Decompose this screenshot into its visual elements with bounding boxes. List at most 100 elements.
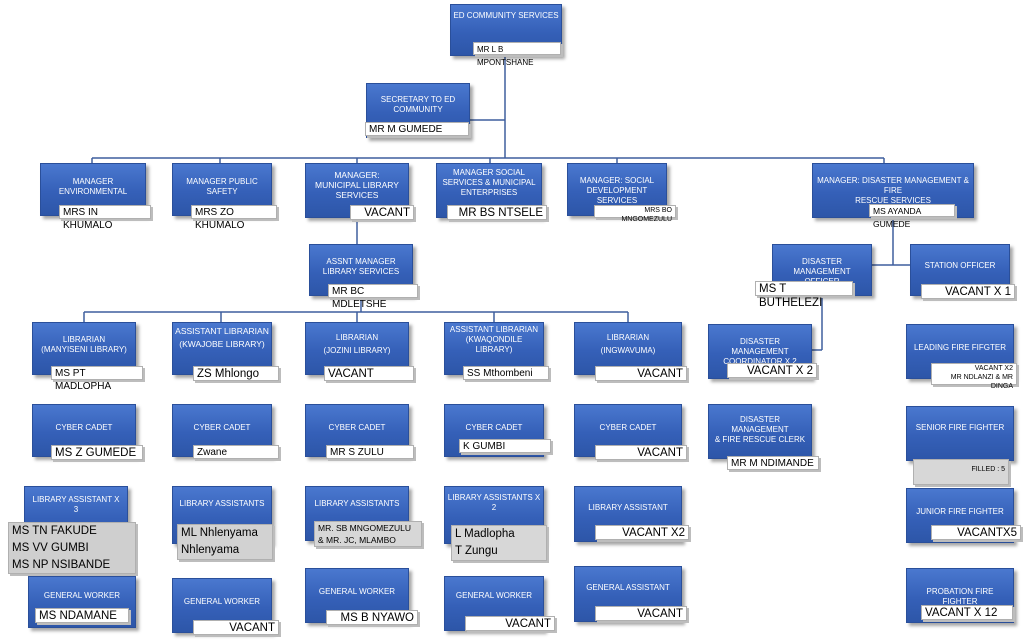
manager-social-development-name: MRS BO MNGOMEZULU (594, 205, 676, 223)
disaster-management-coordinator-box: DISASTER MANAGEMENT COORDINATOR X 2 VACA… (708, 324, 817, 379)
disaster-management-coordinator-name: VACANT X 2 (727, 363, 817, 378)
library-assistant-4-box: LIBRARY ASSISTANTS X 2 L Madlopha T Zung… (444, 486, 547, 561)
librarian-ingwavuma-title: LIBRARIAN (INGWAVUMA) (600, 333, 656, 355)
senior-fire-fighter-title: SENIOR FIRE FIGHTER (915, 423, 1005, 432)
assistant-manager-library-title: ASSNT MANAGER LIBRARY SERVICES (322, 257, 400, 276)
assistant-librarian-kwaqondile-box: ASSISTANT LIBRARIAN (KWAQONDILE LIBRARY)… (444, 322, 549, 380)
manager-social-development-title: MANAGER: SOCIAL DEVELOPMENT SERVICES (579, 176, 655, 205)
general-worker-3-name: MS B NYAWO (326, 610, 418, 625)
assistant-librarian-kwajobe-title: ASSISTANT LIBRARIAN (KWAJOBE LIBRARY) (175, 326, 269, 349)
general-worker-1-box: GENERAL WORKER MS NDAMANE (28, 576, 136, 628)
probation-fire-fighter-name: VACANT X 12 (921, 605, 1013, 620)
ed-community-services-title: ED COMMUNITY SERVICES (453, 11, 559, 20)
manager-social-services-name: MR BS NTSELE (447, 205, 547, 220)
librarian-ingwavuma-box: LIBRARIAN (INGWAVUMA) VACANT (574, 322, 687, 381)
general-assistant-name: VACANT (595, 606, 687, 621)
general-worker-4-title: GENERAL WORKER (455, 591, 533, 600)
disaster-management-coordinator-title: DISASTER MANAGEMENT COORDINATOR X 2 (723, 337, 797, 366)
library-assistant-5-box: LIBRARY ASSISTANT VACANT X2 (574, 486, 689, 542)
general-worker-1-name: MS NDAMANE (35, 608, 129, 623)
disaster-management-officer-box: DISASTER MANAGEMENT OFFICER MS T BUTHELE… (755, 244, 872, 309)
library-assistant-1-name: MS TN FAKUDE MS VV GUMBI MS NP NSIBANDE (8, 522, 136, 574)
librarian-ingwavuma-name: VACANT (595, 366, 687, 381)
manager-social-services-title: MANAGER SOCIAL SERVICES & MUNICIPAL ENTE… (442, 168, 536, 197)
library-assistant-2-title: LIBRARY ASSISTANTS (179, 499, 265, 508)
librarian-manyiseni-name: MS PT MADLOPHA (51, 366, 143, 392)
manager-environmental-box: MANAGER ENVIRONMENTAL MRS IN KHUMALO (40, 163, 151, 231)
library-assistant-5-name: VACANT X2 (595, 525, 689, 540)
manager-library-services-name: VACANT (350, 205, 414, 220)
secretary-box: SECRETARY TO ED COMMUNITY MR M GUMEDE (365, 83, 470, 138)
librarian-jozini-name: VACANT (324, 366, 414, 381)
leading-fire-fighter-box: LEADING FIRE FIFGTER VACANT X2 MR NDLANZ… (906, 324, 1017, 390)
junior-fire-fighter-name: VACANTX5 (931, 525, 1021, 540)
cyber-cadet-5-name: VACANT (595, 445, 687, 460)
senior-fire-fighter-box: SENIOR FIRE FIGHTER FILLED : 5 (906, 406, 1014, 485)
disaster-management-clerk-box: DISASTER MANAGEMENT & FIRE RESCUE CLERK … (708, 404, 819, 470)
cyber-cadet-2-name: Zwane (193, 445, 279, 459)
general-worker-3-title: GENERAL WORKER (318, 587, 396, 596)
general-assistant-title: GENERAL ASSISTANT (586, 583, 670, 592)
junior-fire-fighter-box: JUNIOR FIRE FIGHTER VACANTX5 (906, 488, 1021, 543)
library-assistant-4-title: LIBRARY ASSISTANTS X 2 (447, 493, 541, 512)
general-worker-2-name: VACANT (193, 620, 279, 635)
cyber-cadet-1-name: MS Z GUMEDE (51, 445, 143, 460)
leading-fire-fighter-name: VACANT X2 MR NDLANZI & MR DINGA (931, 363, 1017, 390)
manager-library-services-box: MANAGER: MUNICIPAL LIBRARY SERVICES VACA… (305, 163, 414, 220)
cyber-cadet-2-box: CYBER CADET Zwane (172, 404, 279, 459)
library-assistant-3-name: MR. SB MNGOMEZULU & MR. JC, MLAMBO (314, 521, 422, 547)
manager-public-safety-name: MRS ZO KHUMALO (191, 205, 277, 231)
assistant-manager-library-box: ASSNT MANAGER LIBRARY SERVICES MR BC MDL… (309, 244, 418, 310)
library-assistant-4-name: L Madlopha T Zungu (451, 525, 547, 561)
cyber-cadet-3-title: CYBER CADET (328, 423, 386, 432)
manager-public-safety-title: MANAGER PUBLIC SAFETY (186, 177, 258, 196)
manager-social-services-box: MANAGER SOCIAL SERVICES & MUNICIPAL ENTE… (436, 163, 547, 220)
manager-public-safety-box: MANAGER PUBLIC SAFETY MRS ZO KHUMALO (172, 163, 277, 231)
general-worker-3-box: GENERAL WORKER MS B NYAWO (305, 568, 418, 625)
manager-disaster-management-name: MS AYANDA GUMEDE (869, 204, 955, 229)
manager-social-development-box: MANAGER: SOCIAL DEVELOPMENT SERVICES MRS… (567, 163, 676, 223)
cyber-cadet-1-title: CYBER CADET (55, 423, 113, 432)
librarian-jozini-title: LIBRARIAN (JOZINI LIBRARY) (323, 333, 391, 355)
station-officer-box: STATION OFFICER VACANT X 1 (910, 244, 1015, 299)
library-assistant-5-title: LIBRARY ASSISTANT (588, 503, 668, 512)
cyber-cadet-4-name: K GUMBI (459, 439, 551, 453)
cyber-cadet-2-title: CYBER CADET (193, 423, 251, 432)
librarian-manyiseni-box: LIBRARIAN (MANYISENI LIBRARY) MS PT MADL… (32, 322, 143, 392)
manager-environmental-name: MRS IN KHUMALO (59, 205, 151, 231)
library-assistant-2-box: LIBRARY ASSISTANTS ML Nhlenyama Nhlenyam… (172, 486, 273, 560)
ed-community-services-box: ED COMMUNITY SERVICES MR L B MPONTSHANE (450, 4, 562, 67)
senior-fire-fighter-name: FILLED : 5 (913, 459, 1009, 485)
station-officer-name: VACANT X 1 (921, 284, 1015, 299)
assistant-librarian-kwaqondile-title: ASSISTANT LIBRARIAN (KWAQONDILE LIBRARY) (449, 325, 539, 354)
library-assistant-3-box: LIBRARY ASSISTANTS MR. SB MNGOMEZULU & M… (305, 486, 422, 547)
probation-fire-fighter-box: PROBATION FIRE FIGHTER VACANT X 12 (906, 568, 1014, 623)
general-worker-2-box: GENERAL WORKER VACANT (172, 578, 279, 635)
disaster-management-officer-name: MS T BUTHELEZI (755, 281, 853, 309)
general-worker-2-title: GENERAL WORKER (183, 597, 261, 606)
disaster-management-clerk-name: MR M NDIMANDE (727, 456, 819, 470)
cyber-cadet-3-name: MR S ZULU (326, 445, 414, 459)
librarian-manyiseni-title: LIBRARIAN (MANYISENI LIBRARY) (41, 335, 127, 354)
cyber-cadet-3-box: CYBER CADET MR S ZULU (305, 404, 414, 459)
secretary-title: SECRETARY TO ED COMMUNITY (380, 95, 456, 114)
assistant-librarian-kwajobe-name: ZS Mhlongo (193, 366, 279, 381)
cyber-cadet-5-box: CYBER CADET VACANT (574, 404, 687, 460)
junior-fire-fighter-title: JUNIOR FIRE FIGHTER (916, 507, 1004, 516)
assistant-manager-library-name: MR BC MDLETSHE (328, 284, 418, 310)
manager-disaster-management-title: MANAGER: DISASTER MANAGEMENT & FIRE RESC… (817, 176, 969, 205)
probation-fire-fighter-title: PROBATION FIRE FIGHTER (926, 587, 994, 606)
general-worker-4-box: GENERAL WORKER VACANT (444, 576, 555, 631)
ed-community-services-name: MR L B MPONTSHANE (473, 42, 561, 67)
library-assistant-3-title: LIBRARY ASSISTANTS (314, 499, 400, 508)
disaster-management-clerk-title: DISASTER MANAGEMENT & FIRE RESCUE CLERK (714, 415, 806, 444)
general-worker-1-title: GENERAL WORKER (43, 591, 121, 600)
general-worker-4-name: VACANT (465, 616, 555, 631)
cyber-cadet-1-box: CYBER CADET MS Z GUMEDE (32, 404, 143, 460)
librarian-jozini-box: LIBRARIAN (JOZINI LIBRARY) VACANT (305, 322, 414, 381)
secretary-name: MR M GUMEDE (365, 122, 469, 136)
general-assistant-box: GENERAL ASSISTANT VACANT (574, 566, 687, 622)
cyber-cadet-4-title: CYBER CADET (465, 423, 523, 432)
assistant-librarian-kwajobe-box: ASSISTANT LIBRARIAN (KWAJOBE LIBRARY) ZS… (172, 322, 279, 381)
